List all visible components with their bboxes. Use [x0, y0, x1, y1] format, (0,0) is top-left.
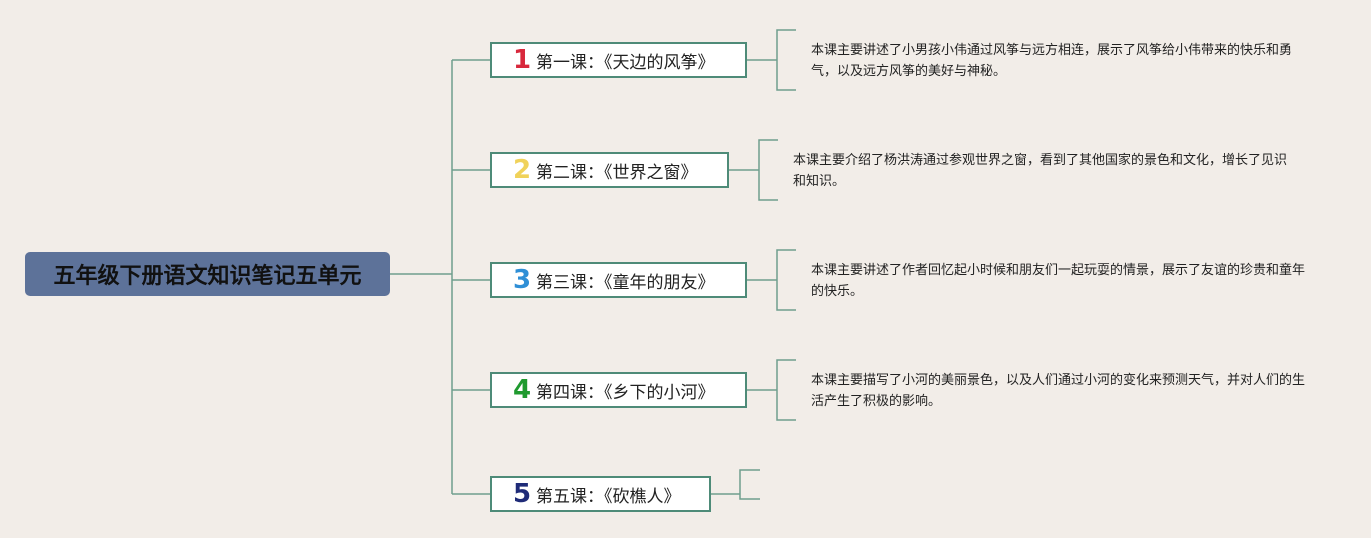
lesson-summary-4: 本课主要描写了小河的美丽景色，以及人们通过小河的变化来预测天气，并对人们的生活产… [811, 373, 1306, 409]
root-topic: 五年级下册语文知识笔记五单元 [25, 252, 390, 296]
lesson-summary-2: 本课主要介绍了杨洪涛通过参观世界之窗，看到了其他国家的景色和文化，增长了见识和知… [793, 153, 1288, 189]
lesson-number-1: 1 [512, 45, 532, 75]
lesson-node-4[interactable]: 4 第四课：《乡下的小河》 [490, 372, 747, 408]
lesson-title-5: 第五课：《砍樵人》 [536, 486, 681, 507]
lesson-title-1: 第一课：《天边的风筝》 [536, 52, 715, 73]
lesson-title-2: 第二课：《世界之窗》 [536, 162, 698, 183]
root-title: 五年级下册语文知识笔记五单元 [53, 264, 362, 289]
lesson-node-2[interactable]: 2 第二课：《世界之窗》 [490, 152, 729, 188]
lesson-number-5: 5 [512, 479, 532, 509]
lesson-number-3: 3 [512, 265, 532, 295]
lesson-summary-1: 本课主要讲述了小男孩小伟通过风筝与远方相连，展示了风筝给小伟带来的快乐和勇气，以… [811, 43, 1293, 79]
lesson-summary-3: 本课主要讲述了作者回忆起小时候和朋友们一起玩耍的情景，展示了友谊的珍贵和童年的快… [811, 263, 1306, 299]
lesson-node-1[interactable]: 1 第一课：《天边的风筝》 [490, 42, 747, 78]
lesson-node-3[interactable]: 3 第三课：《童年的朋友》 [490, 262, 747, 298]
lesson-node-5[interactable]: 5 第五课：《砍樵人》 [490, 476, 711, 512]
lesson-title-3: 第三课：《童年的朋友》 [536, 272, 715, 293]
lesson-number-4: 4 [512, 375, 532, 405]
lesson-number-2: 2 [512, 155, 532, 185]
lesson-title-4: 第四课：《乡下的小河》 [536, 382, 715, 403]
